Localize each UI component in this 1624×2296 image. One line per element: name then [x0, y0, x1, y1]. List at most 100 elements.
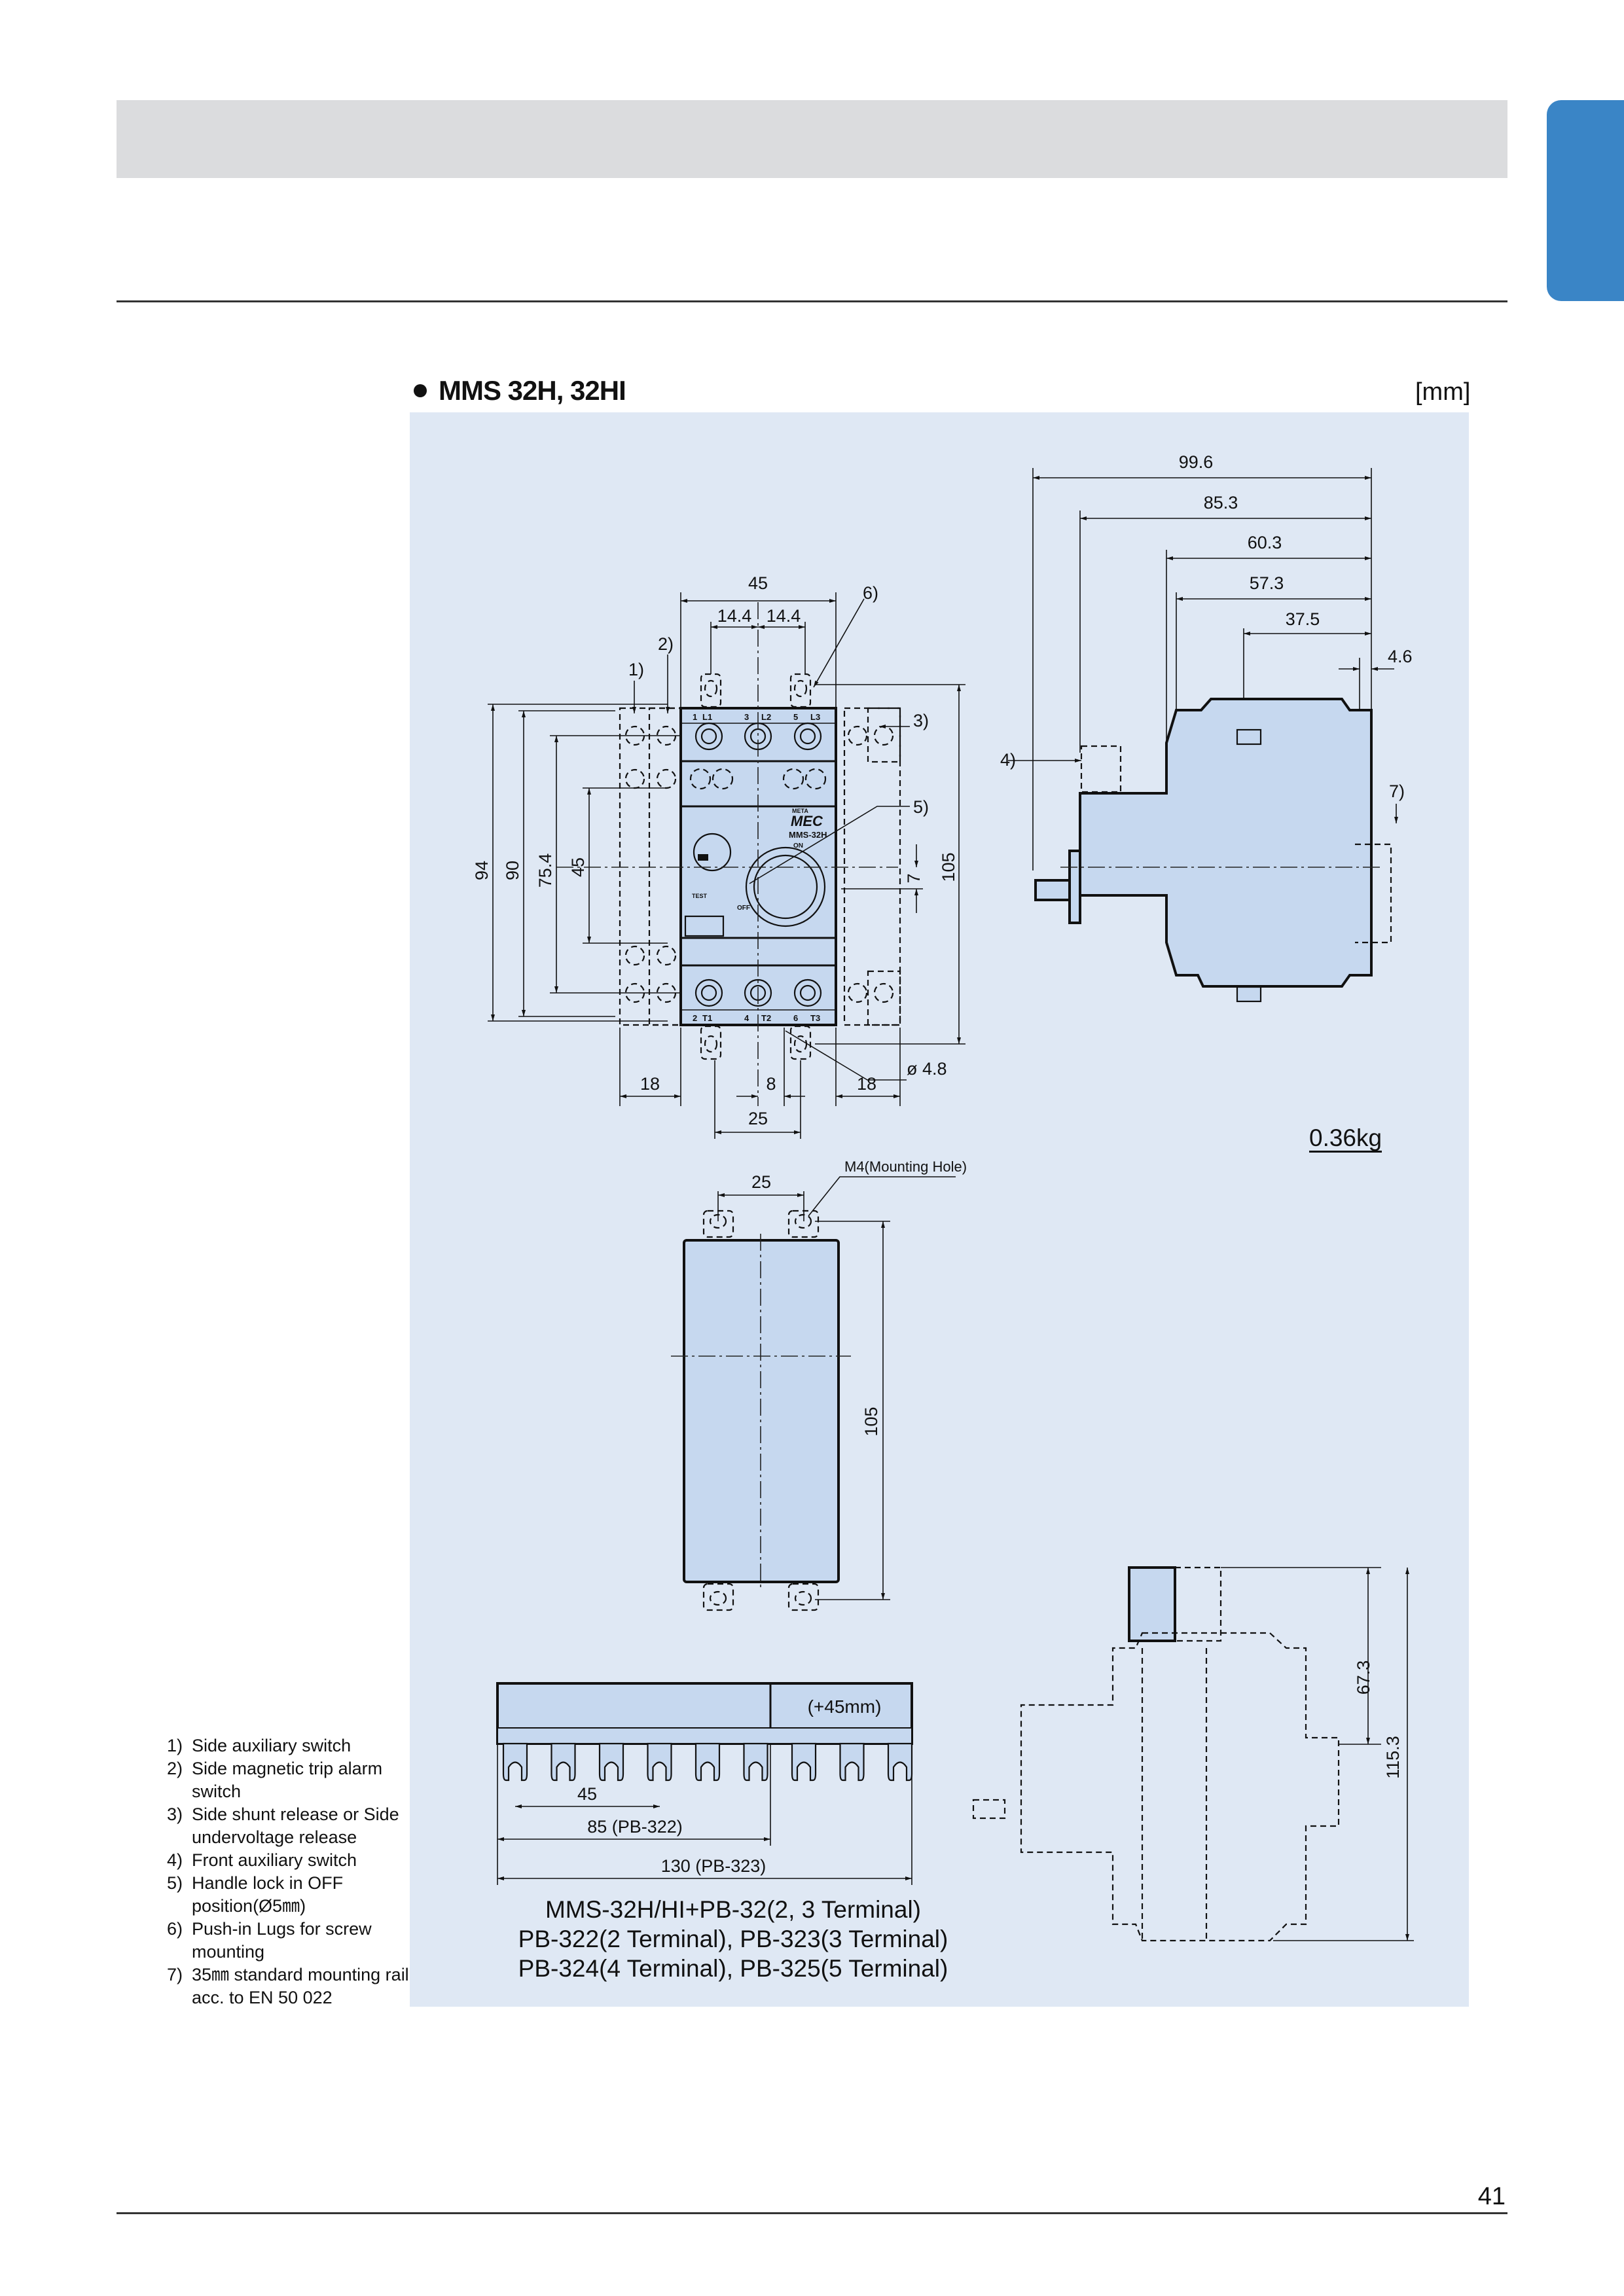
dim-busbar-67-3: 67.3: [1354, 1660, 1373, 1695]
legend-item: 1)Side auxiliary switch: [167, 1734, 409, 1757]
legend-number: 1): [167, 1736, 183, 1755]
fork-terminal: [550, 1742, 576, 1782]
side-release-bottom: [867, 970, 901, 1026]
terminal-label: L3: [810, 712, 820, 722]
dim-depth-99-6: 99.6: [1179, 452, 1214, 472]
dim-offset-8: 8: [766, 1074, 776, 1094]
unit-label: [mm]: [1415, 378, 1471, 406]
fork-terminal: [598, 1742, 624, 1782]
mounting-view: 25 M4(Mounting Hole) 105: [671, 1158, 967, 1611]
caption-line: PB-324(4 Terminal), PB-325(5 Terminal): [518, 1955, 948, 1982]
legend-item: 3)Side shunt release or Side undervoltag…: [167, 1803, 409, 1849]
dim-depth-85-3: 85.3: [1204, 493, 1238, 512]
dim-height-94: 94: [472, 861, 492, 880]
dim-offset-7: 7: [904, 873, 924, 883]
on-label: ON: [793, 842, 803, 850]
fork-terminal: [647, 1742, 672, 1782]
fork-terminal: [887, 1742, 913, 1782]
legend-text: Side magnetic trip alarm switch: [192, 1759, 383, 1801]
mounting-body: [683, 1239, 840, 1583]
indicator-icon: [698, 854, 708, 861]
legend-text: 35㎜ standard mounting rail acc. to EN 50…: [192, 1965, 409, 2007]
fork-terminal: [743, 1742, 768, 1782]
bottom-rule-divider: [117, 2212, 1507, 2214]
fork-terminal: [695, 1742, 721, 1782]
trip-dial: [693, 833, 732, 872]
bottom-terminal-screws: [695, 978, 822, 1007]
legend-item: 6) Push-in Lugs for screw mounting: [167, 1918, 409, 1964]
terminal-label: 3: [744, 712, 749, 722]
dim-left-aux-18: 18: [640, 1074, 660, 1094]
caption-line: PB-322(2 Terminal), PB-323(3 Terminal): [518, 1926, 948, 1952]
weight-label: 0.36kg: [1309, 1124, 1382, 1153]
side-aux-outline-2: [648, 707, 683, 1026]
dim-depth-4-6: 4.6: [1388, 647, 1413, 666]
front-view: 1 L1 3 L2 5 L3 2 T1 4 T2 6 T3 META MEC M…: [472, 573, 965, 1139]
mounting-lugs: [700, 673, 812, 1060]
din-rail-outline: [1355, 843, 1392, 944]
fork-terminal: [839, 1742, 865, 1782]
model-label: MMS-32H: [789, 830, 827, 840]
legend-text: Front auxiliary switch: [192, 1850, 357, 1870]
fork-terminal: [502, 1742, 528, 1782]
callout-6: 6): [863, 583, 878, 603]
chapter-tab[interactable]: [1547, 100, 1624, 301]
dim-hole-diameter: ø 4.8: [907, 1059, 947, 1079]
dim-busbar-pitch-45: 45: [577, 1784, 597, 1804]
legend-item: 5) Handle lock in OFF position(Ø5㎜): [167, 1872, 409, 1918]
dim-height-90: 90: [503, 861, 522, 880]
side-release-outline: [843, 707, 901, 1026]
dim-depth-60-3: 60.3: [1248, 533, 1282, 552]
dim-pitch-left: 14.4: [717, 606, 752, 626]
dim-height-75-4: 75.4: [535, 853, 555, 888]
side-aux-outline-1: [619, 707, 683, 1026]
legend-text: Push-in Lugs for screw mounting: [192, 1919, 372, 1962]
caption-line: MMS-32H/HI+PB-32(2, 3 Terminal): [545, 1896, 922, 1923]
section-title: MMS 32H, 32HI: [414, 375, 626, 406]
dim-pb323: 130 (PB-323): [661, 1856, 767, 1876]
mounting-hole-label: M4(Mounting Hole): [844, 1158, 967, 1175]
callout-3: 3): [913, 711, 929, 730]
terminal-label: 6: [793, 1013, 798, 1023]
busbar-caption: MMS-32H/HI+PB-32(2, 3 Terminal) PB-322(2…: [458, 1895, 1008, 1983]
dim-pb322: 85 (PB-322): [587, 1817, 683, 1837]
off-label: OFF: [737, 905, 750, 912]
terminal-label: 2: [693, 1013, 697, 1023]
section-title-text: MMS 32H, 32HI: [439, 375, 626, 406]
top-rule-divider: [117, 300, 1507, 302]
terminal-label: T2: [761, 1013, 771, 1023]
legend-text: Handle lock in OFF position(Ø5㎜): [192, 1873, 344, 1916]
side-busbar-outline: [1020, 1632, 1340, 1942]
header-band: [117, 100, 1507, 178]
terminal-label: 1: [693, 712, 697, 722]
dim-height-45: 45: [568, 857, 588, 877]
dim-height-105: 105: [939, 852, 958, 882]
brand-prefix: META: [792, 808, 808, 814]
legend-list: 1)Side auxiliary switch 2) Side magnetic …: [167, 1734, 409, 2009]
fork-terminal: [791, 1742, 817, 1782]
legend-number: 4): [167, 1850, 183, 1870]
dim-hole-pitch-25: 25: [748, 1109, 768, 1128]
legend-number: 3): [167, 1804, 183, 1824]
terminal-label: T3: [810, 1013, 820, 1023]
side-terminal-screw-top: [1236, 728, 1262, 745]
dim-mount-height-105: 105: [861, 1407, 881, 1436]
terminal-label: 4: [744, 1013, 749, 1023]
busbar-view: (+45mm) 45 85 (PB-322) 130 (PB-323): [496, 1682, 913, 1885]
legend-number: 5): [167, 1873, 183, 1893]
page-number: 41: [1477, 2183, 1506, 2210]
side-handle-shaft: [1034, 879, 1071, 901]
legend-item: 7) 35㎜ standard mounting rail acc. to EN …: [167, 1964, 409, 2009]
callout-1: 1): [628, 660, 644, 679]
legend-number: 7): [167, 1965, 183, 1984]
legend-number: 6): [167, 1919, 183, 1939]
terminal-label: 5: [793, 712, 798, 722]
legend-number: 2): [167, 1759, 183, 1778]
front-aux-switch-outline: [1080, 745, 1122, 793]
callout-4: 4): [1000, 750, 1016, 770]
terminal-label: L2: [761, 712, 771, 722]
brand-logo: MEC: [791, 813, 823, 829]
dim-depth-57-3: 57.3: [1250, 573, 1284, 593]
top-terminal-screws: [695, 722, 822, 751]
side-release-top: [867, 707, 901, 763]
